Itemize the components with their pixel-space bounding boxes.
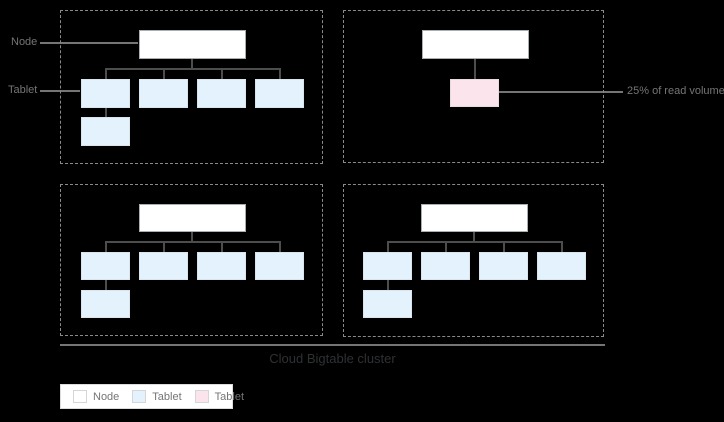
legend-item-tablet-pink: Tablet <box>194 390 245 403</box>
tablet-box <box>81 117 130 146</box>
legend-item-tablet-blue: Tablet <box>132 390 182 403</box>
node-group-top-left <box>60 10 323 164</box>
tablet-box <box>139 79 188 108</box>
legend-item-label: Tablet <box>152 390 182 403</box>
connector-line <box>163 243 165 252</box>
connector-line <box>387 243 389 252</box>
node-box <box>139 30 246 59</box>
connector-line <box>445 243 447 252</box>
node-group-top-right <box>343 10 604 163</box>
connector-line <box>279 70 281 79</box>
connector-line <box>561 243 563 252</box>
read-volume-leader-line <box>498 91 623 93</box>
node-box <box>139 204 246 232</box>
tablet-box <box>479 252 528 280</box>
hot-tablet-box <box>450 79 499 107</box>
connector-line <box>163 70 165 79</box>
tablet-box <box>537 252 586 280</box>
connector-line <box>474 59 476 79</box>
connector-line <box>279 243 281 252</box>
node-callout-label: Node <box>11 36 38 48</box>
legend-swatch-tablet-pink <box>194 390 209 403</box>
tablet-box <box>255 79 304 108</box>
connector-line <box>221 243 223 252</box>
connector-line <box>503 243 505 252</box>
connector-line <box>105 280 107 290</box>
legend-swatch-node <box>73 390 87 403</box>
connector-line <box>105 70 107 79</box>
legend-swatch-tablet-blue <box>132 390 147 403</box>
node-group-bottom-right <box>343 184 604 337</box>
tablet-box <box>81 252 130 280</box>
legend: Node Tablet Tablet <box>60 384 244 409</box>
tablet-box <box>421 252 470 280</box>
connector-line <box>105 241 281 243</box>
node-group-bottom-left <box>60 184 323 336</box>
connector-line <box>387 241 563 243</box>
tablet-box <box>197 79 246 108</box>
connector-line <box>105 68 281 70</box>
connector-line <box>191 232 193 241</box>
tablet-box <box>81 290 130 318</box>
tablet-callout-label: Tablet <box>8 84 38 96</box>
tablet-box <box>363 252 412 280</box>
connector-line <box>105 108 107 117</box>
connector-line <box>473 232 475 241</box>
legend-item-label: Node <box>93 390 120 403</box>
tablet-box <box>255 252 304 280</box>
tablet-box <box>139 252 188 280</box>
connector-line <box>221 70 223 79</box>
tablet-box <box>197 252 246 280</box>
legend-item-label: Tablet <box>214 390 245 403</box>
connector-line <box>387 280 389 290</box>
connector-line <box>191 59 193 68</box>
tablet-box <box>81 79 130 108</box>
connector-line <box>105 243 107 252</box>
tablet-box <box>363 290 412 318</box>
cluster-title: Cloud Bigtable cluster <box>269 351 396 366</box>
legend-item-node: Node <box>73 390 119 403</box>
read-volume-label: 25% of read volume <box>627 85 724 97</box>
cluster-bracket-line <box>60 344 605 346</box>
node-box <box>421 204 528 232</box>
node-box <box>422 30 529 59</box>
node-leader-line <box>40 42 138 44</box>
